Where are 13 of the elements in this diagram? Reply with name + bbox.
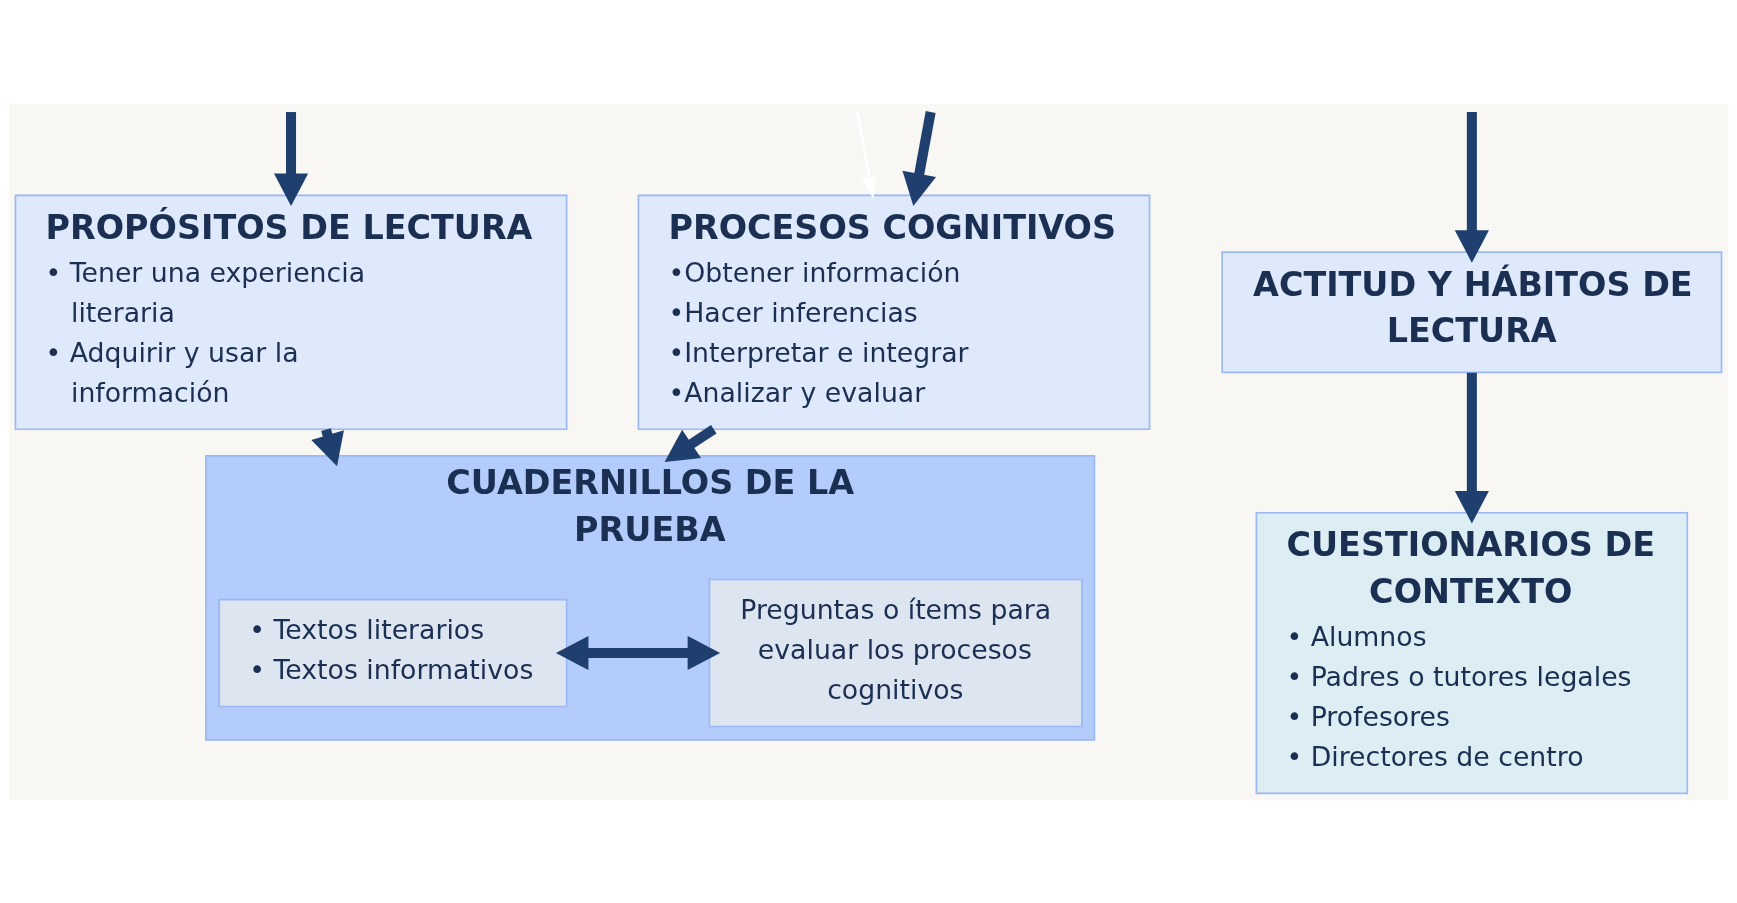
arrow [1454,372,1489,523]
node-box: CUESTIONARIOS DE CONTEXTO • Alumnos • Padres o tutores legales • Profesores • Directores de centro [1255,511,1689,794]
arrow [856,111,877,199]
arrow [902,110,937,206]
arrow [664,424,717,462]
node-box: PROPÓSITOS DE LECTURA • Tener una experiencia literaria • Adquirir y usar la información [14,194,568,430]
node-box: PROCESOS COGNITIVOS •Obtener información •Hacer inferencias •Interpretar e integrar •Analizar y evaluar [637,194,1151,430]
arrow [1454,111,1489,263]
node-box: Preguntas o ítems para evaluar los procesos cognitivos [708,578,1083,727]
arrow [273,111,309,206]
arrow [555,635,721,670]
node-box: ACTITUD Y HÁBITOS DE LECTURA [1221,250,1723,373]
node-box: • Textos literarios • Textos informativos [218,598,568,707]
